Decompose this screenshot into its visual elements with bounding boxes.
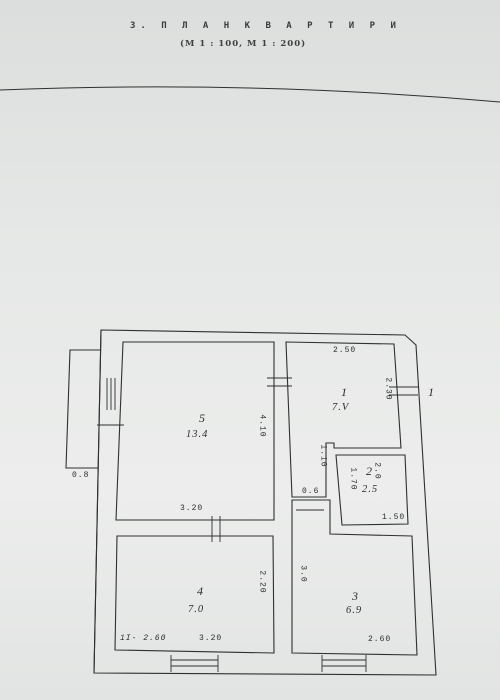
dim-balcony: 0.8	[72, 471, 90, 480]
dim-room-5-right: 4.10	[257, 414, 267, 438]
dim-room-1-top: 2.50	[333, 346, 357, 355]
window-room-3	[321, 655, 367, 672]
window-room-4	[170, 655, 219, 672]
room-5-outline	[115, 341, 275, 521]
dim-room-3-left: 3.0	[298, 565, 308, 583]
dim-room-2-bottom: 1.50	[382, 513, 406, 522]
dim-room-4-right: 2.20	[257, 570, 267, 594]
room-1-number: 1	[341, 385, 347, 399]
dim-room-4-bottom: 3.20	[199, 634, 223, 643]
room-2-area: 2.5	[362, 484, 379, 495]
plan-scale: (М 1 : 100, М 1 : 200)	[180, 39, 307, 49]
dim-room-5-bottom: 3.20	[180, 504, 204, 513]
outer-wall-left	[93, 329, 102, 674]
header-separator-line	[0, 86, 500, 103]
dim-hall-gap: 0.6	[302, 487, 320, 496]
dim-room-4-corner: 1I- 2.60	[120, 634, 167, 643]
balcony-door	[106, 378, 116, 410]
room-3-number: 3	[352, 589, 358, 603]
entry-marker: 1	[428, 385, 434, 399]
door-5-to-1	[267, 377, 292, 387]
room-1-outline	[285, 341, 402, 498]
room-2-outline	[335, 454, 409, 526]
dim-hall-small: 1.10	[318, 444, 328, 468]
room-4-outline	[114, 535, 275, 654]
room-4-area: 7.0	[188, 604, 205, 615]
dim-room-2-left: 1.70	[348, 467, 358, 491]
room-3-outline	[291, 499, 418, 656]
room-2-number: 2	[366, 464, 372, 478]
room-5-number: 5	[199, 411, 205, 425]
room-1-area: 7.V	[332, 402, 350, 413]
dim-room-3-bottom: 2.60	[368, 635, 392, 644]
door-5-to-4	[211, 516, 221, 542]
room-4-number: 4	[197, 584, 203, 598]
room-5-area: 13.4	[186, 429, 209, 440]
plan-title: 3. П Л А Н К В А Р Т И Р И	[130, 21, 401, 31]
balcony-outline	[65, 349, 101, 469]
dim-room-2-right: 2.0	[372, 462, 382, 480]
entrance-door	[389, 386, 418, 396]
dim-room-1-right: 2.30	[383, 377, 393, 401]
room-3-area: 6.9	[346, 605, 363, 616]
